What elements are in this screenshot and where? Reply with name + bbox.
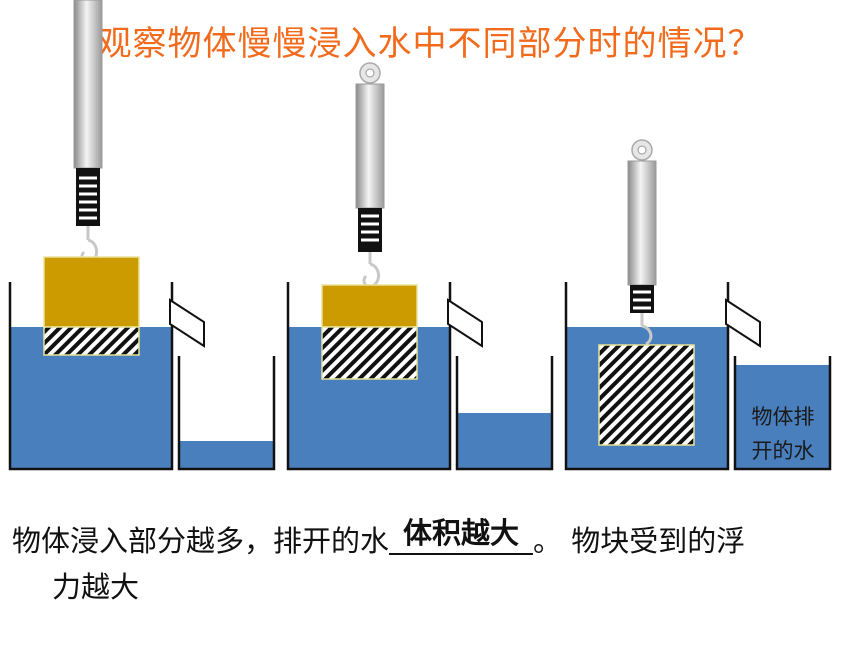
overflow-spout-icon xyxy=(447,298,483,348)
stage-1 xyxy=(8,0,276,471)
overflow-beaker xyxy=(8,282,174,471)
caption-after: 。 物块受到的浮 xyxy=(533,524,746,558)
block-above-water xyxy=(321,284,418,328)
overflow-spout-icon xyxy=(725,298,761,348)
spring-scale-icon xyxy=(73,0,103,226)
displaced-water xyxy=(457,413,552,469)
displaced-water-label-line2: 开的水 xyxy=(752,439,815,463)
fill-in-answer: 体积越大 xyxy=(389,513,534,555)
hook-icon xyxy=(640,313,653,346)
stage-3: 物体排 开的水 xyxy=(564,139,832,471)
hook-icon xyxy=(362,252,380,288)
displaced-water-label-line1: 物体排 xyxy=(752,405,815,429)
caption-line2: 力越大 xyxy=(52,570,140,604)
collection-beaker xyxy=(177,356,276,471)
slide-title: 观察物体慢慢浸入水中不同部分时的情况？ xyxy=(97,24,763,64)
overflow-beaker xyxy=(564,282,730,471)
overflow-spout-icon xyxy=(169,298,205,348)
block-immersed xyxy=(43,326,140,356)
caption-before: 物体浸入部分越多，排开的水 xyxy=(12,524,390,558)
block-above-water xyxy=(43,256,140,328)
displaced-water xyxy=(179,441,274,469)
displaced-water xyxy=(735,365,830,469)
collection-beaker xyxy=(455,356,554,471)
overflow-beaker xyxy=(286,282,452,471)
spring-scale-icon xyxy=(355,62,385,252)
spring-scale-icon xyxy=(627,139,657,313)
conclusion-text: 物体浸入部分越多，排开的水体积越大。 物块受到的浮 力越大 xyxy=(12,516,852,610)
block-immersed xyxy=(598,344,695,446)
stage-2 xyxy=(286,62,554,471)
collection-beaker xyxy=(733,356,832,471)
block-immersed xyxy=(321,326,418,380)
